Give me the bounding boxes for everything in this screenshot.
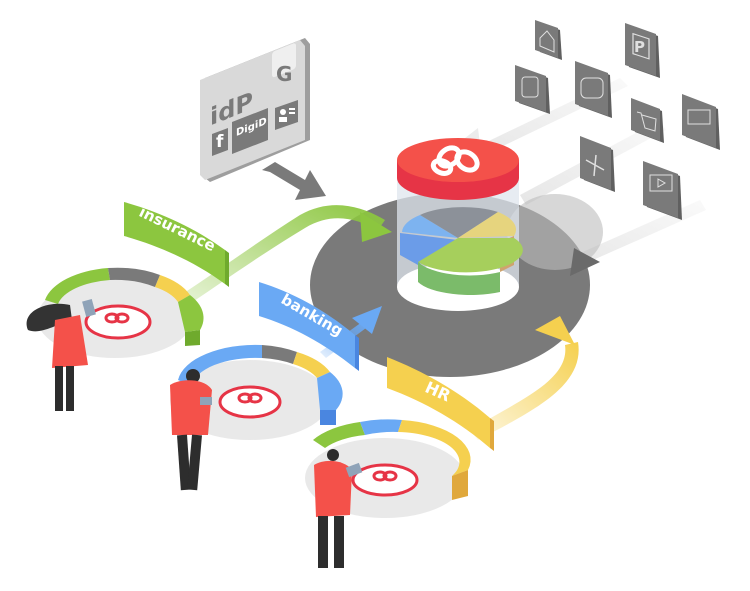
parking-glyph: P bbox=[634, 38, 645, 56]
hr-sector[interactable] bbox=[387, 316, 579, 451]
woman-with-tablet bbox=[26, 298, 96, 411]
train-icon[interactable] bbox=[515, 65, 550, 114]
parking-icon[interactable] bbox=[625, 23, 660, 78]
cinema-icon[interactable] bbox=[643, 161, 682, 220]
man-with-tablet bbox=[314, 449, 363, 568]
identity-provider-panel[interactable] bbox=[200, 38, 326, 200]
chain-link-icon bbox=[430, 145, 480, 176]
google-icon[interactable]: G bbox=[276, 62, 293, 86]
facebook-icon[interactable]: f bbox=[216, 132, 224, 152]
credit-card-icon[interactable] bbox=[682, 94, 720, 150]
hub-database bbox=[397, 138, 523, 311]
banking-sector[interactable] bbox=[259, 282, 382, 371]
house-icon[interactable] bbox=[535, 20, 562, 60]
service-icon-tiles[interactable] bbox=[515, 20, 720, 220]
airplane-icon[interactable] bbox=[580, 136, 615, 192]
idp-arrow bbox=[262, 162, 326, 200]
shopping-cart-icon[interactable] bbox=[631, 98, 664, 143]
car-icon[interactable] bbox=[575, 61, 612, 118]
bearded-man-with-tablet bbox=[170, 369, 212, 491]
banking-app-ring[interactable] bbox=[170, 344, 343, 440]
id-card-icon bbox=[279, 108, 295, 122]
